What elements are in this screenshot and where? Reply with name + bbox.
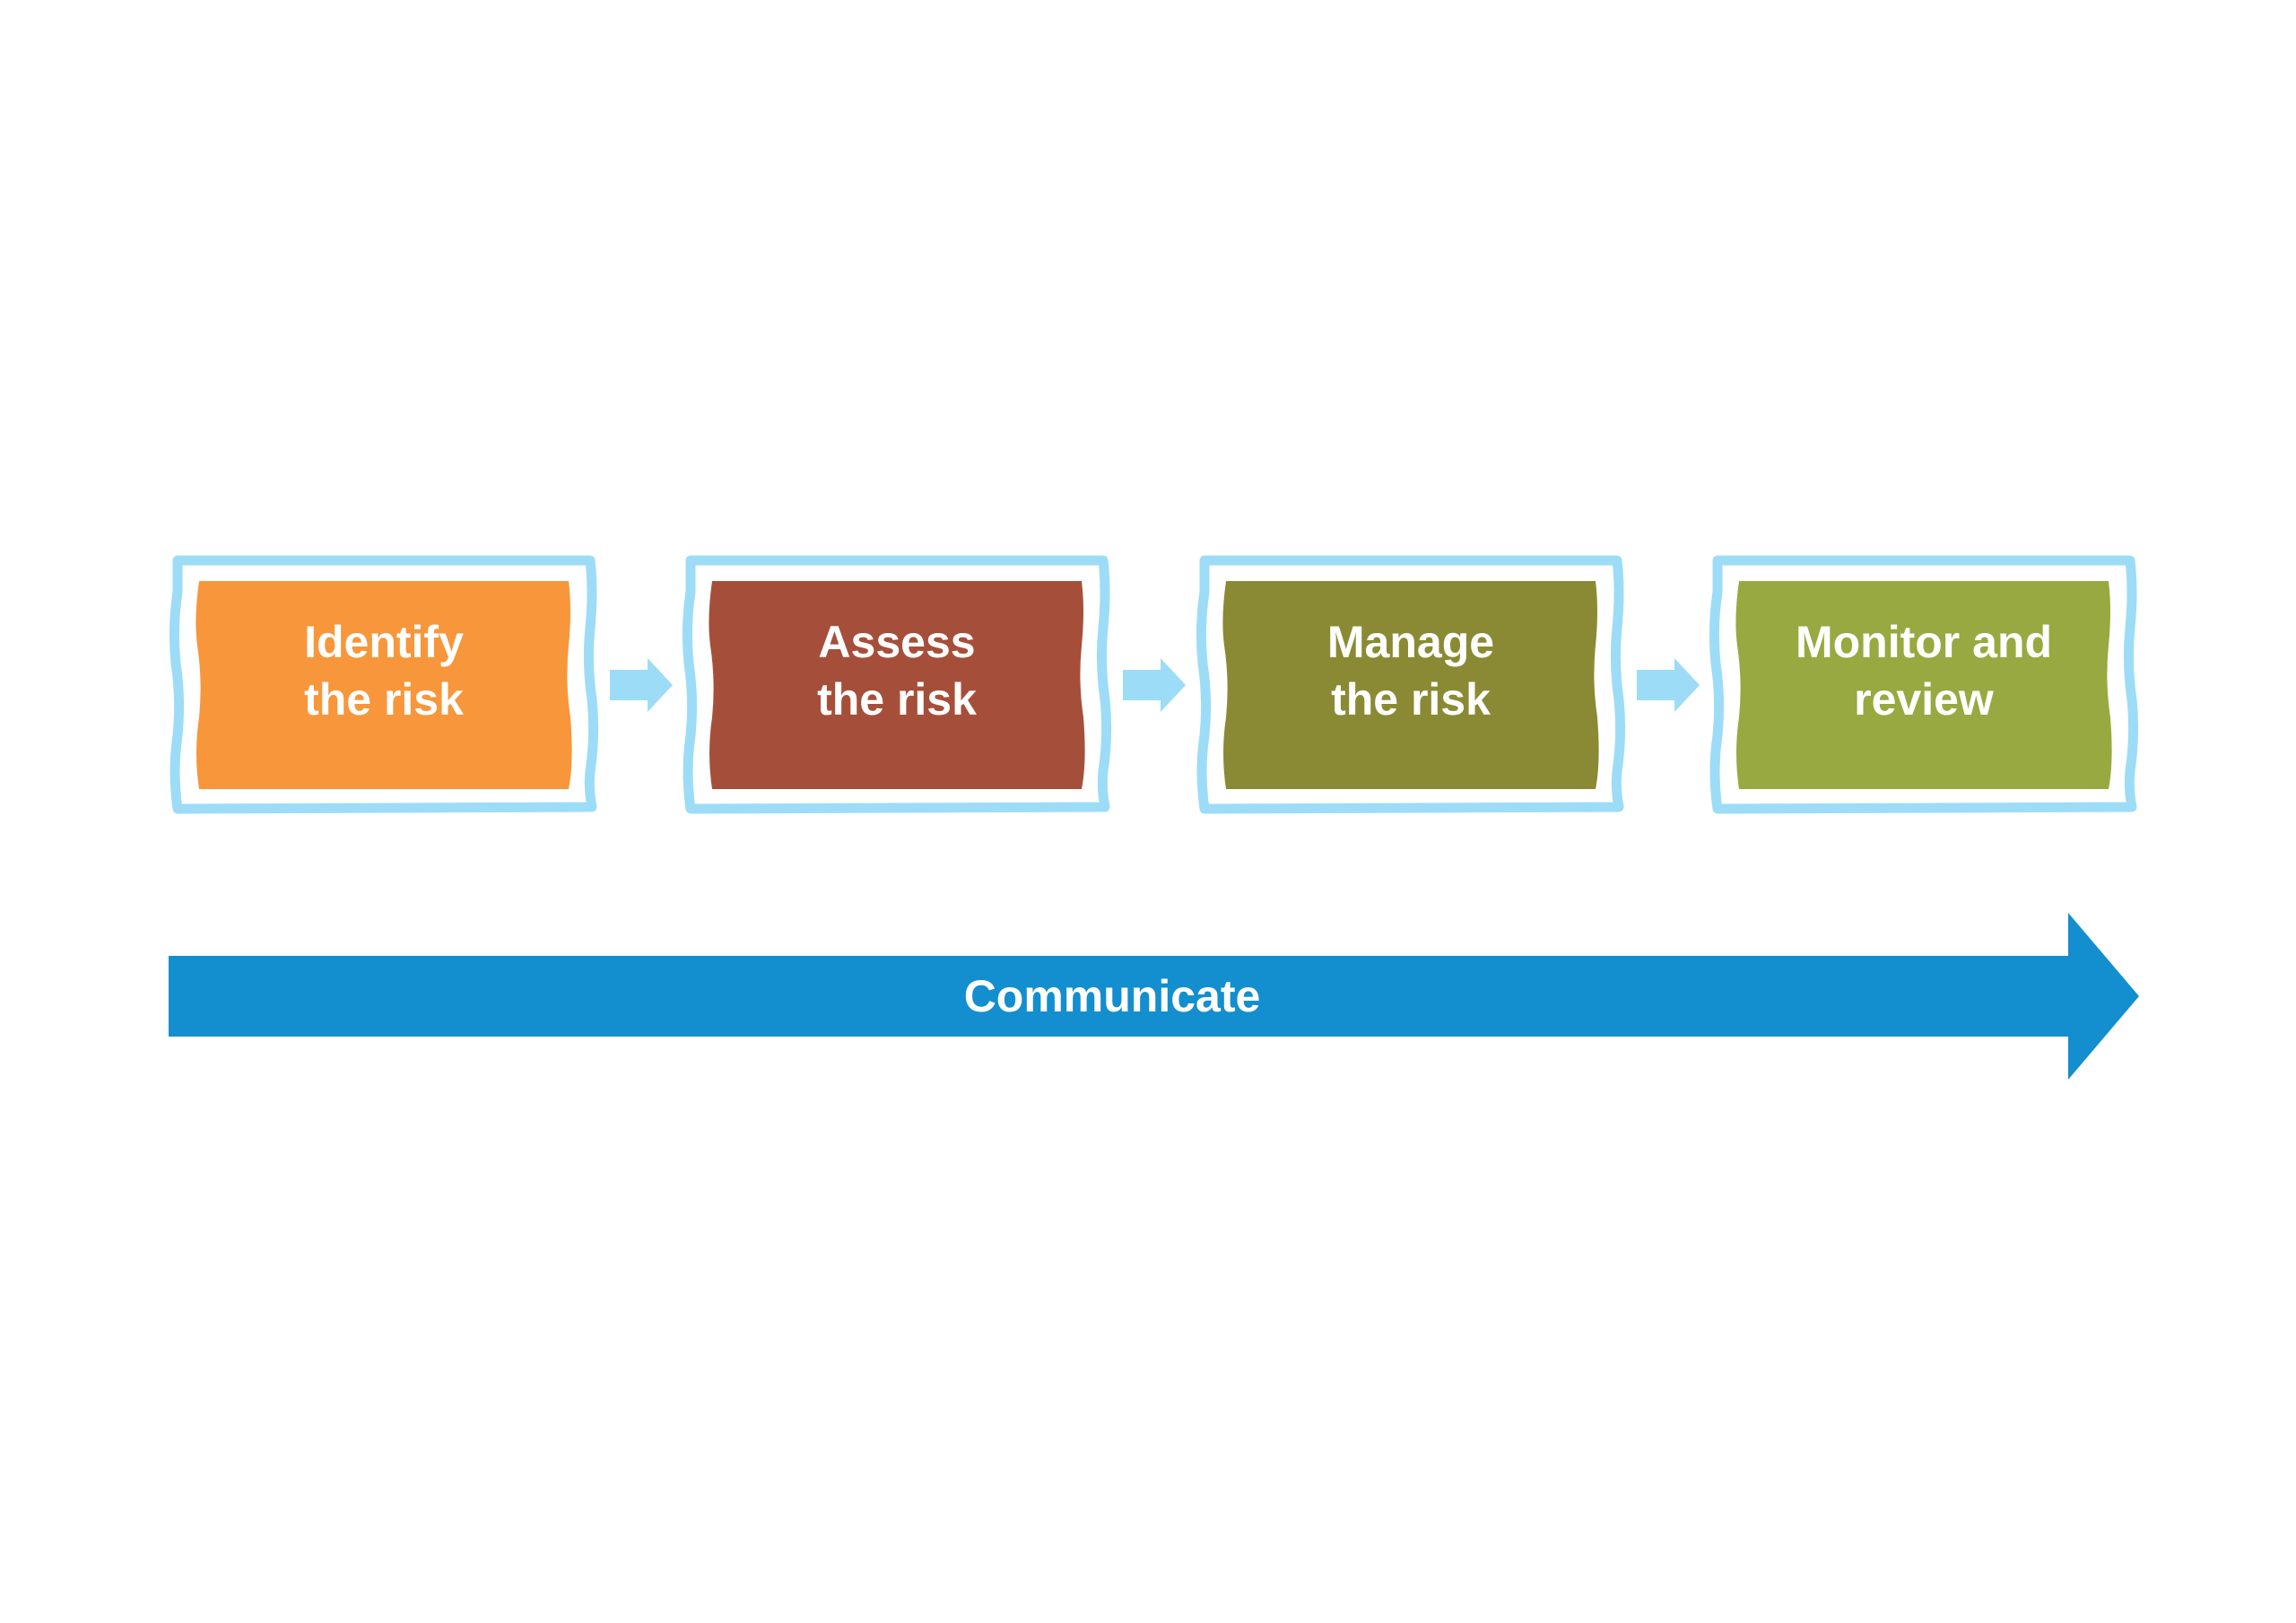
step-assess: Assess the risk [682, 555, 1112, 814]
step-manage: Manage the risk [1196, 555, 1626, 814]
connector-arrow [610, 658, 673, 712]
step-box [1222, 581, 1599, 789]
communicate-arrow: Communicate [169, 913, 2139, 1080]
connector-arrow [1123, 658, 1186, 712]
step-label-line1: Manage [1327, 617, 1494, 667]
step-label-line1: Identify [304, 617, 464, 667]
step-label-line1: Assess [818, 617, 975, 667]
step-box [1735, 581, 2112, 789]
communicate-arrow-shape [169, 913, 2139, 1080]
step-label-line2: the risk [304, 674, 464, 725]
connector-arrow [1637, 658, 1700, 712]
step-identify: Identify the risk [169, 555, 599, 814]
step-label-line2: the risk [817, 674, 977, 725]
step-label-line1: Monitor and [1796, 617, 2052, 667]
step-box [196, 581, 572, 789]
step-box [709, 581, 1085, 789]
step-monitor: Monitor and review [1709, 555, 2139, 814]
communicate-label: Communicate [964, 971, 1261, 1021]
step-label-line2: review [1854, 674, 1994, 725]
step-label-line2: the risk [1331, 674, 1491, 725]
